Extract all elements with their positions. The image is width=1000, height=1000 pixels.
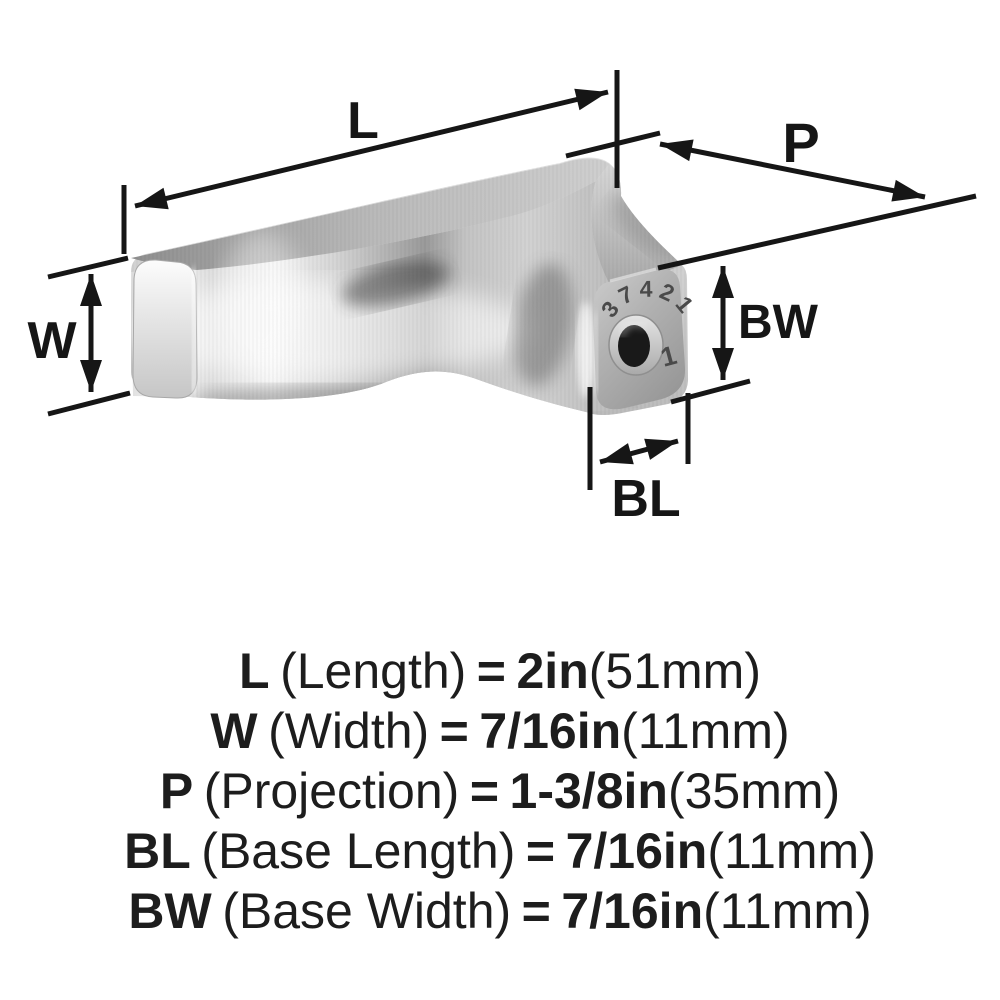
arrowhead-icon xyxy=(80,360,102,392)
equals-sign: = xyxy=(469,763,500,819)
dimension-metric: (11mm) xyxy=(707,823,876,879)
arrowhead-icon xyxy=(644,438,678,460)
dimension-metric: (51mm) xyxy=(588,643,761,699)
extension-line xyxy=(565,130,661,159)
dimension-row-length: L(Length)=2in(51mm) xyxy=(0,641,1000,701)
dimension-table: L(Length)=2in(51mm) W(Width)=7/16in(11mm… xyxy=(0,641,1000,941)
dimension-arrow-line xyxy=(134,89,609,209)
equals-sign: = xyxy=(476,643,506,699)
dimension-name: (Base Length) xyxy=(201,823,516,879)
cabinet-knob-render: 37421 1 xyxy=(131,157,697,415)
dimension-symbol: W xyxy=(210,703,258,759)
arrowhead-icon xyxy=(891,179,925,202)
base-top-chamfer xyxy=(609,267,657,283)
arrowhead-icon xyxy=(712,348,734,380)
arrowhead-icon xyxy=(80,274,102,306)
label-base-width: BW xyxy=(738,296,819,349)
dimension-P xyxy=(565,130,977,271)
dimension-name: (Projection) xyxy=(203,763,460,819)
dimension-value: 7/16in xyxy=(561,883,704,939)
equals-sign: = xyxy=(439,703,469,759)
arrowhead-icon xyxy=(135,187,169,210)
screw-hole xyxy=(618,325,650,367)
dimension-lines xyxy=(47,70,977,490)
dimension-value: 1-3/8in xyxy=(509,763,668,819)
dimension-value: 7/16in xyxy=(565,823,708,879)
dimension-value: 2in xyxy=(516,643,589,699)
dimension-W xyxy=(47,255,131,417)
dimension-BL xyxy=(587,387,691,490)
label-base-length: BL xyxy=(611,470,680,528)
dimension-symbol: P xyxy=(159,763,194,819)
label-width: W xyxy=(27,312,77,370)
left-end-cap xyxy=(132,259,198,399)
left-end-cap-highlight xyxy=(189,267,199,394)
label-length: L xyxy=(347,92,379,150)
dimension-symbol: BL xyxy=(124,823,191,879)
dimension-metric: (11mm) xyxy=(621,703,790,759)
equals-sign: = xyxy=(521,883,551,939)
dimension-name: (Width) xyxy=(268,703,430,759)
dimension-metric: (11mm) xyxy=(703,883,872,939)
base-left-chamfer xyxy=(592,311,600,394)
extension-line xyxy=(657,193,977,271)
dimension-name: (Base Width) xyxy=(222,883,512,939)
extension-line xyxy=(47,390,131,417)
arrowhead-icon xyxy=(712,266,734,298)
dimension-L xyxy=(121,70,620,254)
dimension-arrow-line xyxy=(659,141,926,200)
dimension-value: 7/16in xyxy=(479,703,622,759)
dimension-metric: (35mm) xyxy=(667,763,841,819)
extension-line xyxy=(47,255,129,280)
dimension-name: (Length) xyxy=(280,643,467,699)
dimension-BW xyxy=(670,266,751,405)
label-projection: P xyxy=(782,111,819,174)
arrowhead-icon xyxy=(574,88,608,111)
equals-sign: = xyxy=(525,823,556,879)
dimension-row-base-width: BW(Base Width)=7/16in(11mm) xyxy=(0,881,1000,941)
dimension-letter-labels: L P W BW BL xyxy=(27,92,819,528)
screw-hole-highlight xyxy=(619,321,647,337)
dimension-symbol: BW xyxy=(128,883,212,939)
dimension-symbol: L xyxy=(239,643,270,699)
engraved-mold-digit: 1 xyxy=(658,340,680,373)
extension-line xyxy=(670,378,751,405)
dimension-row-width: W(Width)=7/16in(11mm) xyxy=(0,701,1000,761)
arrowhead-icon xyxy=(600,443,634,465)
arrowhead-icon xyxy=(660,139,694,162)
dimension-row-base-length: BL(Base Length)=7/16in(11mm) xyxy=(0,821,1000,881)
dimension-row-projection: P(Projection)=1-3/8in(35mm) xyxy=(0,761,1000,821)
